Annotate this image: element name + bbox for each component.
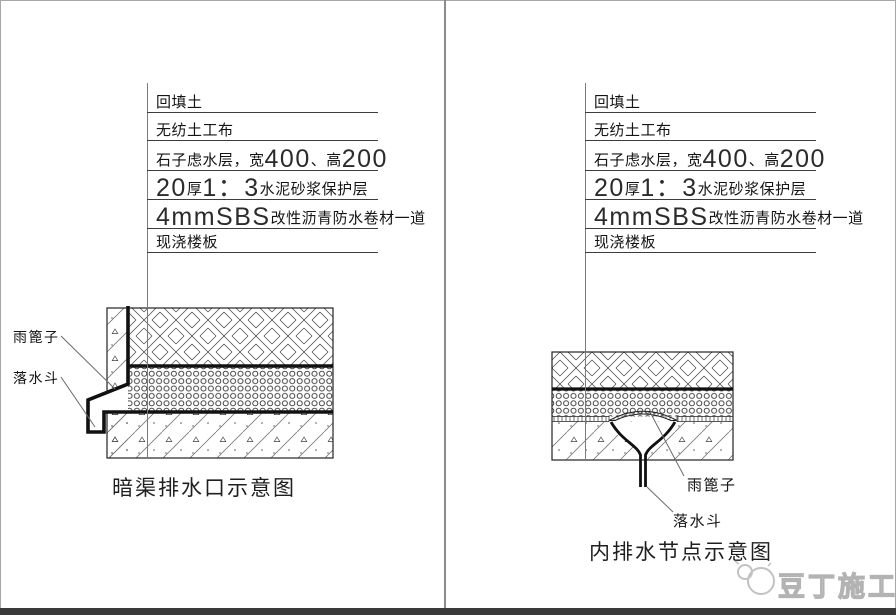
right-detail-caption: 内排水节点示意图: [589, 541, 773, 564]
right-grate-leader-line: [649, 411, 685, 477]
layer-label-text: 水泥砂浆保护层: [697, 181, 807, 199]
layer-label-text: 无纺土工布: [594, 122, 672, 140]
downspout-funnel: [609, 421, 642, 487]
layer-label-number: 1：3: [202, 173, 260, 202]
layer-label-backfill-right: 回填土: [585, 82, 816, 113]
layer-label-number: 400: [702, 144, 749, 173]
rain-grate-dome: [608, 410, 678, 421]
layer-label-text: 石子虑水层，宽: [156, 152, 265, 170]
layer-label-text: 无纺土工布: [156, 122, 234, 140]
layer-label-slab-right: 现浇楼板: [585, 222, 816, 253]
layer-label-text: 、高: [310, 152, 342, 170]
layer-label-slab-left: 现浇楼板: [147, 222, 378, 253]
layer-label-number: 1：3: [640, 173, 698, 202]
bottom-border-bar: [0, 608, 896, 615]
waterproof-membrane-and-hopper: [86, 306, 333, 434]
right-hopper-leader-line: [646, 486, 674, 513]
left-detail-caption: 暗渠排水口示意图: [112, 477, 296, 500]
right-detail-section: [551, 83, 734, 513]
layer-label-number: 20: [156, 173, 187, 202]
layer-label-text: 改性沥青防水卷材一道: [270, 210, 426, 228]
layer-label-text: 厚: [624, 181, 641, 199]
watermark-logo-icon: [734, 555, 775, 595]
layer-label-text: 回填土: [156, 94, 203, 112]
panel-divider-line: [444, 0, 446, 608]
left-detail-section: [60, 83, 334, 459]
layer-label-geotextile-left: 无纺土工布: [147, 110, 378, 141]
layer-label-text: 现浇楼板: [594, 234, 657, 252]
right-grate-label: 雨篦子: [687, 477, 737, 494]
left-hopper-leader-line: [60, 376, 96, 428]
layer-label-number: 400: [264, 144, 311, 173]
left-grate-leader-line: [60, 335, 116, 390]
layer-label-number: 4mmSBS: [594, 202, 709, 231]
layer-label-text: 现浇楼板: [156, 234, 219, 252]
layer-label-number: 200: [779, 144, 826, 173]
layer-label-text: 改性沥青防水卷材一道: [708, 210, 864, 228]
layer-label-text: 回填土: [594, 94, 641, 112]
layer-label-backfill-left: 回填土: [147, 82, 378, 113]
layer-label-geotextile-right: 无纺土工布: [585, 110, 816, 141]
layer-label-text: 水泥砂浆保护层: [259, 181, 369, 199]
layer-label-number: 200: [341, 144, 388, 173]
left-grate-label: 雨篦子: [13, 329, 60, 345]
layer-label-text: 石子虑水层，宽: [594, 152, 703, 170]
layer-label-number: 20: [594, 173, 625, 202]
left-hopper-label: 落水斗: [13, 370, 60, 386]
watermark-text: 豆丁施工: [777, 571, 896, 602]
layer-label-text: 厚: [186, 181, 203, 199]
layer-label-number: 4mmSBS: [156, 202, 271, 231]
layer-label-text: 、高: [748, 152, 780, 170]
right-hopper-label: 落水斗: [673, 513, 723, 530]
